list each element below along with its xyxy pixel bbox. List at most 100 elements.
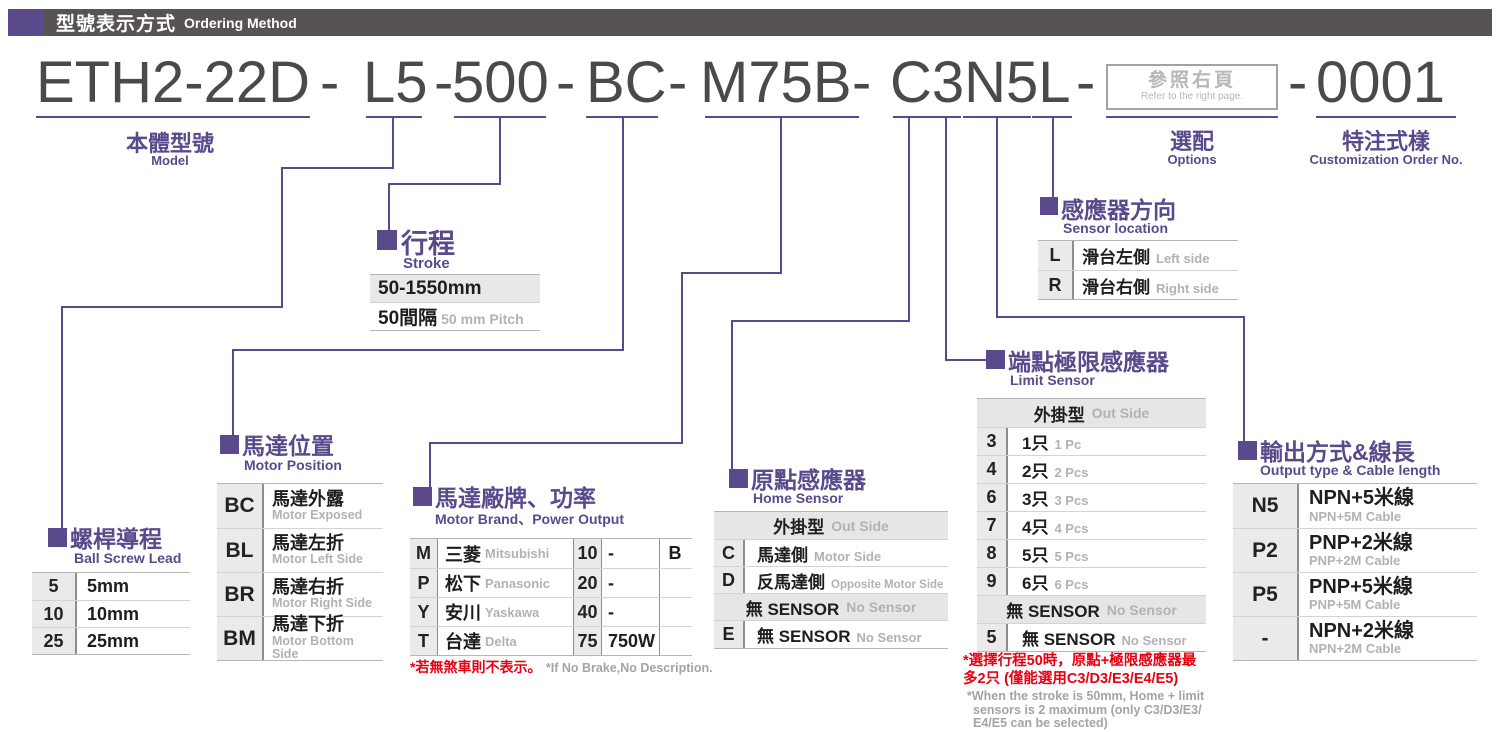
code-cell: 5 xyxy=(32,573,77,600)
code-cell: 25 xyxy=(32,628,77,654)
table-row: L 滑台左側 Left side xyxy=(1038,241,1238,270)
ball-screw-accent-square xyxy=(48,528,67,547)
stroke-title-zh: 行程 xyxy=(401,229,455,259)
connector-line xyxy=(61,306,283,308)
table-group-header: 無 SENSOR No Sensor xyxy=(714,593,948,620)
connector-line xyxy=(996,316,1245,318)
table-group-header: 外掛型 Out Side xyxy=(977,399,1206,427)
connector-line xyxy=(731,320,733,470)
limit-sensor-title-zh: 端點極限感應器 xyxy=(1008,349,1169,375)
table-row: N5 NPN+5米線 NPN+5M Cable xyxy=(1233,484,1477,528)
motor-brand-title-zh: 馬達廠牌、功率 xyxy=(435,485,596,511)
model-segment-motor-pos: BC xyxy=(586,50,667,115)
connector-line xyxy=(388,183,501,185)
dash: - xyxy=(1288,50,1308,115)
motor-brand-note: *若無煞車則不表示。 *If No Brake,No Description. xyxy=(410,659,713,675)
output-accent-square xyxy=(1238,441,1257,460)
code-cell: 10 xyxy=(32,601,77,627)
connector-line xyxy=(945,116,947,361)
table-row: 5 5mm xyxy=(32,573,190,600)
page-title-zh: 型號表示方式 xyxy=(56,14,177,35)
table-row: 50間隔 50 mm Pitch xyxy=(370,302,540,330)
connector-line xyxy=(499,116,501,184)
motor-position-accent-square xyxy=(220,435,239,454)
label-model-en: Model xyxy=(151,153,189,168)
code-cell: P2 xyxy=(1233,529,1299,572)
motor-brand-title-en: Motor Brand、Power Output xyxy=(435,511,624,527)
stroke-pitch-en: 50 mm Pitch xyxy=(441,311,524,327)
home-sensor-accent-square xyxy=(729,469,748,488)
connector-line xyxy=(429,442,683,444)
connector-line xyxy=(681,272,683,444)
stroke-accent-square xyxy=(377,230,397,250)
stroke-title-en: Stroke xyxy=(403,255,450,272)
limit-sensor-title-en: Limit Sensor xyxy=(1010,372,1095,388)
dash: - xyxy=(434,50,454,115)
output-table: N5 NPN+5米線 NPN+5M Cable P2 PNP+2米線 PNP+2… xyxy=(1233,483,1477,661)
header-accent-square xyxy=(8,9,44,36)
label-options-en: Options xyxy=(1167,152,1217,167)
label-model-zh: 本體型號 xyxy=(125,131,214,156)
power-code-cell: 40 xyxy=(574,598,602,626)
table-row: 25 25mm xyxy=(32,627,190,654)
underline-c3 xyxy=(893,116,961,118)
page-title-en: Ordering Method xyxy=(184,14,297,31)
code-cell: T xyxy=(410,627,438,655)
code-cell: BR xyxy=(217,573,264,616)
table-row: - NPN+2米線 NPN+2M Cable xyxy=(1233,616,1477,660)
connector-line xyxy=(281,167,394,169)
power-code-cell: 75 xyxy=(574,627,602,655)
code-cell: 5 xyxy=(977,624,1008,651)
home-sensor-title-en: Home Sensor xyxy=(753,490,844,506)
model-segment-stroke: 500 xyxy=(452,50,549,115)
table-row: P5 PNP+5米線 PNP+5M Cable xyxy=(1233,572,1477,616)
code-cell: N5 xyxy=(1233,484,1299,528)
motor-brand-accent-square xyxy=(413,487,432,506)
code-cell: BM xyxy=(217,617,264,660)
connector-line xyxy=(908,116,910,322)
stroke-pitch-zh: 50間隔 xyxy=(378,308,438,329)
code-cell: L xyxy=(1038,241,1074,270)
code-cell: 3 xyxy=(977,428,1008,455)
code-cell: 6 xyxy=(977,484,1008,511)
power-code-cell: 10 xyxy=(574,539,602,568)
table-group-header: 外掛型 Out Side xyxy=(714,512,948,539)
dash: - xyxy=(556,50,576,115)
ball-screw-table: 5 5mm 10 10mm 25 25mm xyxy=(32,572,190,655)
code-cell: P5 xyxy=(1233,573,1299,616)
code-cell: D xyxy=(714,567,745,593)
power-code-cell: 20 xyxy=(574,569,602,597)
table-row: 10 10mm xyxy=(32,600,190,627)
model-segment-body: ETH2-22D xyxy=(36,50,310,115)
code-cell: E xyxy=(714,621,745,648)
connector-line xyxy=(681,272,782,274)
model-segment-sensors: C3N5L xyxy=(890,50,1071,115)
code-cell: M xyxy=(410,539,438,568)
underline-custom xyxy=(1316,116,1456,118)
model-segment-custom-no: 0001 xyxy=(1316,50,1446,115)
code-cell: 4 xyxy=(977,456,1008,483)
dash: - xyxy=(852,50,872,115)
table-group-header: 無 SENSOR No Sensor xyxy=(977,595,1206,623)
underline-model xyxy=(36,116,310,118)
table-row: R 滑台右側 Right side xyxy=(1038,270,1238,299)
connector-line xyxy=(731,320,910,322)
code-cell: 8 xyxy=(977,540,1008,567)
